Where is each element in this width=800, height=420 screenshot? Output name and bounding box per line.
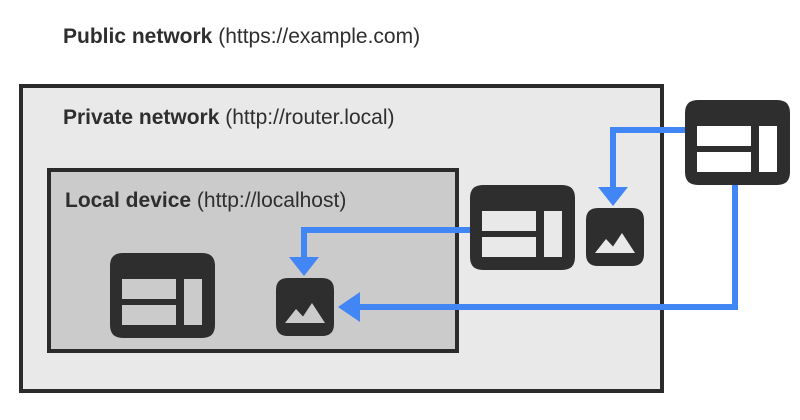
arrow-public-browser-to-private-image-vseg (610, 127, 616, 187)
arrow-private-browser-to-local-image-vseg (301, 227, 307, 257)
private-network-name: Private network (63, 106, 220, 129)
local-device-label: Local device (http://localhost) (65, 189, 346, 213)
arrow-private-browser-to-local-image-head (289, 257, 319, 276)
private-network-image-icon (586, 208, 644, 266)
private-network-label: Private network (http://router.local) (63, 106, 395, 130)
local-device-origin: (http://localhost) (196, 189, 347, 212)
private-network-origin: (http://router.local) (225, 106, 395, 129)
local-device-name: Local device (65, 189, 192, 212)
arrow-public-browser-to-private-image-hseg (610, 127, 686, 133)
arrow-public-browser-to-private-image-head (598, 187, 628, 206)
public-network-name: Public network (63, 25, 213, 48)
local-device-browser-window-icon (110, 253, 215, 338)
public-network-browser-window-icon (685, 100, 790, 185)
arrow-public-browser-to-local-image-vseg (732, 185, 738, 310)
arrow-public-browser-to-local-image-hseg (360, 304, 738, 310)
local-device-image-icon (276, 278, 334, 336)
public-network-label: Public network (https://example.com) (63, 25, 420, 49)
public-network-origin: (https://example.com) (218, 25, 421, 48)
arrow-public-browser-to-local-image-head (338, 292, 360, 322)
private-network-browser-window-icon (470, 185, 575, 270)
arrow-private-browser-to-local-image-hseg (301, 227, 471, 233)
